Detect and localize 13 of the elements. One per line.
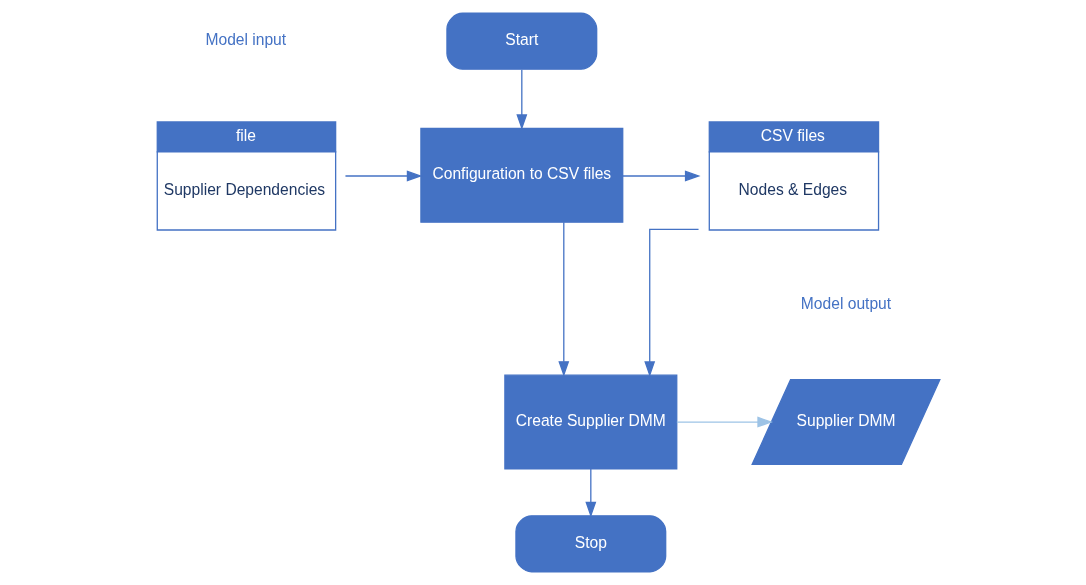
arrow [516, 69, 528, 130]
label: Model output [800, 294, 892, 312]
arrow [558, 221, 570, 377]
label: Model input [205, 31, 287, 49]
node-box: Stop [515, 515, 667, 573]
node-box: Start [446, 12, 598, 70]
arrow [676, 416, 773, 428]
arrow [344, 170, 423, 182]
arrow [585, 468, 597, 518]
node-box: Create Supplier DMM [504, 374, 678, 470]
node-box: Configuration to CSV files [420, 127, 624, 223]
arrow [622, 170, 701, 182]
arrow [644, 228, 700, 377]
